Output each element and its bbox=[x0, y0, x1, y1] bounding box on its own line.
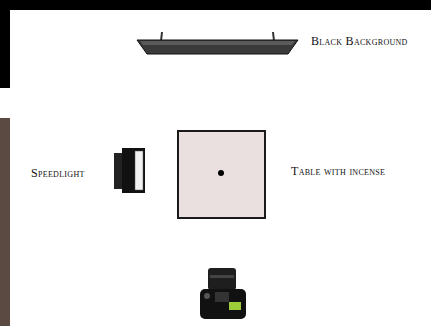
camera-body bbox=[200, 289, 246, 319]
camera-prism bbox=[215, 292, 229, 302]
camera-lcd bbox=[229, 302, 241, 310]
incense-dot bbox=[218, 170, 224, 176]
speedlight-head bbox=[122, 148, 145, 193]
backdrop-stand bbox=[137, 40, 298, 54]
camera-lens bbox=[208, 268, 236, 290]
speedlight-icon bbox=[114, 148, 145, 193]
lens-ring bbox=[210, 275, 234, 278]
side-bar bbox=[0, 0, 10, 88]
speedlight-diffuser bbox=[135, 151, 143, 190]
backdrop-label: Black Background bbox=[311, 35, 408, 47]
table-square bbox=[178, 131, 265, 218]
speedlight-label: Speedlight bbox=[31, 167, 85, 179]
side-strip bbox=[0, 118, 10, 326]
camera-dial bbox=[204, 293, 210, 299]
camera-icon bbox=[200, 268, 246, 319]
table-label: Table with incense bbox=[291, 165, 385, 177]
backdrop-highlight bbox=[140, 41, 295, 45]
top-bar bbox=[0, 0, 431, 10]
